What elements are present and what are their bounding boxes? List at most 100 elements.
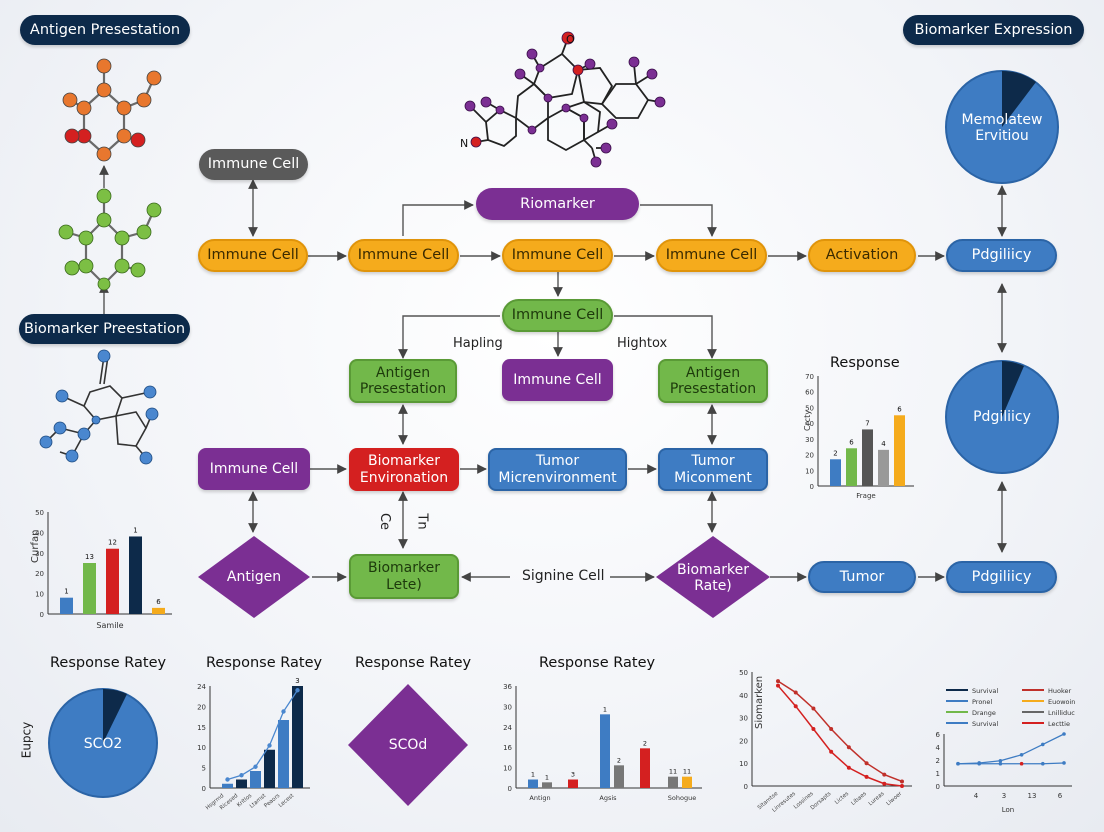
molecule-green-icon [58, 188, 162, 291]
molecule-orange-icon [62, 58, 162, 162]
tumor-miconment-node[interactable]: Tumor Miconment [658, 448, 768, 491]
tumor-microenvironment-node[interactable]: Tumor Micrenvironment [488, 448, 627, 491]
biomarker-presentation-label: Biomarker Preestation [19, 314, 190, 344]
biomarker-expression-label: Biomarker Expression [903, 15, 1084, 45]
grouped-bar-xtick: Agsis [599, 794, 617, 802]
grouped-bar-data-label: 3 [571, 771, 575, 779]
pie-bottom-label: SCO2 [83, 735, 123, 752]
left-bar-mark [83, 563, 96, 614]
biomarker-environation-node[interactable]: Biomarker Environation [349, 448, 459, 491]
response-bar-data-label: 6 [897, 405, 902, 413]
grouped-bar-data-label: 1 [531, 771, 535, 779]
line-chart-xtick: Liwoer [886, 790, 904, 807]
legend-line-xtick: 3 [1002, 792, 1006, 800]
line-chart-point [793, 704, 798, 709]
diamond-chart-title: Response Ratey [355, 655, 472, 671]
response-bar-ytick: 20 [805, 452, 814, 460]
response-bar-ytick: 30 [805, 436, 814, 444]
bar-line-point [225, 777, 230, 782]
antigen-diamond-label[interactable]: Antigen [226, 568, 282, 585]
bar-line-bar [292, 686, 303, 788]
pie-bottom-left [48, 688, 158, 798]
line-chart-ytick: 50 [739, 669, 748, 677]
signine-cell-label: Signine Cell [522, 568, 605, 584]
grouped-bar-mark [528, 779, 538, 788]
row1-immune-cell-b[interactable]: Immune Cell [348, 239, 459, 272]
immune-cell-mid-node[interactable]: Immune Cell [502, 359, 613, 401]
pie-mid-right [945, 360, 1059, 474]
grouped-bar-chart-title: Response Ratey [539, 655, 656, 671]
line-chart-point [829, 727, 834, 731]
response-bar-mark [878, 449, 889, 486]
pie-chart-ylabel: Eupcy [19, 721, 34, 759]
legend-line-point [1041, 761, 1045, 766]
left-bar-mark [152, 607, 165, 614]
pie-mid-right-label: Pdgiliicy [973, 408, 1031, 425]
row1-immune-cell-d[interactable]: Immune Cell [656, 239, 767, 272]
grouped-bar-mark [668, 776, 678, 788]
grouped-bar-mark [614, 765, 624, 788]
edge-label-hapling: Hapling [453, 336, 503, 351]
pdgiliicy-row1-node[interactable]: Pdgiliicy [946, 239, 1057, 272]
left-bar-mark [60, 597, 73, 614]
line-chart-point [900, 784, 904, 788]
bar-line-bar [222, 783, 233, 788]
legend-line-point [1019, 761, 1024, 766]
bar-line-ytick: 24 [197, 683, 206, 691]
response-bar-mark [894, 415, 905, 486]
response-bar-ytick: 0 [810, 483, 814, 491]
legend-entry: Euowoin [1048, 698, 1075, 706]
left-bar-mark [129, 536, 142, 614]
response-bar-ytick: 50 [805, 404, 814, 412]
row1-immune-cell-c[interactable]: Immune Cell [502, 239, 613, 272]
pie-chart-title: Response Ratey [50, 655, 167, 671]
antigen-presentation-right-node[interactable]: Antigen Presestation [658, 359, 768, 403]
legend-line-ytick: 2 [936, 757, 940, 765]
legend-line-series [957, 733, 1065, 765]
pie-top-right [945, 70, 1059, 184]
antigen-presentation-left-node[interactable]: Antigen Presestation [349, 359, 457, 403]
pdgiliicy-row4-node[interactable]: Pdgiliicy [946, 561, 1057, 593]
immune-cell-top-node[interactable]: Immune Cell [199, 149, 308, 180]
antigen-diamond-shape [198, 536, 310, 618]
tumor-row4-node[interactable]: Tumor [808, 561, 916, 593]
grouped-bar-ytick: 16 [503, 744, 512, 752]
line-chart-ytick: 40 [739, 692, 748, 700]
bar-line-chart-title: Response Ratey [206, 655, 323, 671]
grouped-bar-data-label: 11 [683, 768, 691, 776]
response-bar-data-label: 2 [833, 449, 837, 457]
line-chart-point [776, 679, 780, 684]
row1-immune-cell-a[interactable]: Immune Cell [198, 239, 308, 272]
response-bar-ylabel: Crcty [803, 410, 812, 431]
activation-node[interactable]: Activation [808, 239, 916, 272]
legend-line-ytick: 1 [936, 770, 940, 778]
biomarker-lete-node[interactable]: Biomarker Lete) [349, 554, 459, 599]
legend-line-xtick: 6 [1058, 792, 1063, 800]
left-bar-xlabel: Samile [96, 621, 123, 630]
center-immune-cell-node[interactable]: Immune Cell [502, 299, 613, 332]
edge-label-hightox: Hightox [617, 336, 668, 351]
grouped-bar-ytick: 24 [503, 724, 512, 732]
biomarker-top-node[interactable]: Riomarker [476, 188, 639, 220]
legend-entry: Survival [972, 687, 998, 695]
legend-entry: Lnilliduc [1048, 709, 1075, 717]
bar-line-point [281, 709, 286, 714]
legend-entry: Lecttie [1048, 720, 1070, 728]
bar-line-ytick: 0 [202, 785, 206, 793]
legend-line-ytick: 6 [936, 731, 941, 739]
bar-line-ytick: 20 [197, 703, 206, 711]
line-chart-xtick: Lureas [868, 791, 886, 807]
line-chart-ylabel: Siomarken [754, 676, 765, 729]
left-bar-ytick: 0 [40, 611, 44, 619]
legend-line-xtick: 4 [974, 792, 979, 800]
grouped-bar-data-label: 1 [545, 773, 549, 781]
left-bar-mark [106, 548, 119, 614]
biomarker-rate-diamond-label[interactable]: Biomarker Rate) [676, 561, 749, 594]
grouped-bar-mark [568, 779, 578, 788]
diamond-chart-label: SCOd [388, 736, 428, 753]
left-bar-data-label: 12 [108, 539, 117, 547]
immune-cell-row3-node[interactable]: Immune Cell [198, 448, 310, 490]
edge-label-tn: Tn [414, 513, 430, 530]
response-bar-ytick: 70 [805, 373, 814, 381]
